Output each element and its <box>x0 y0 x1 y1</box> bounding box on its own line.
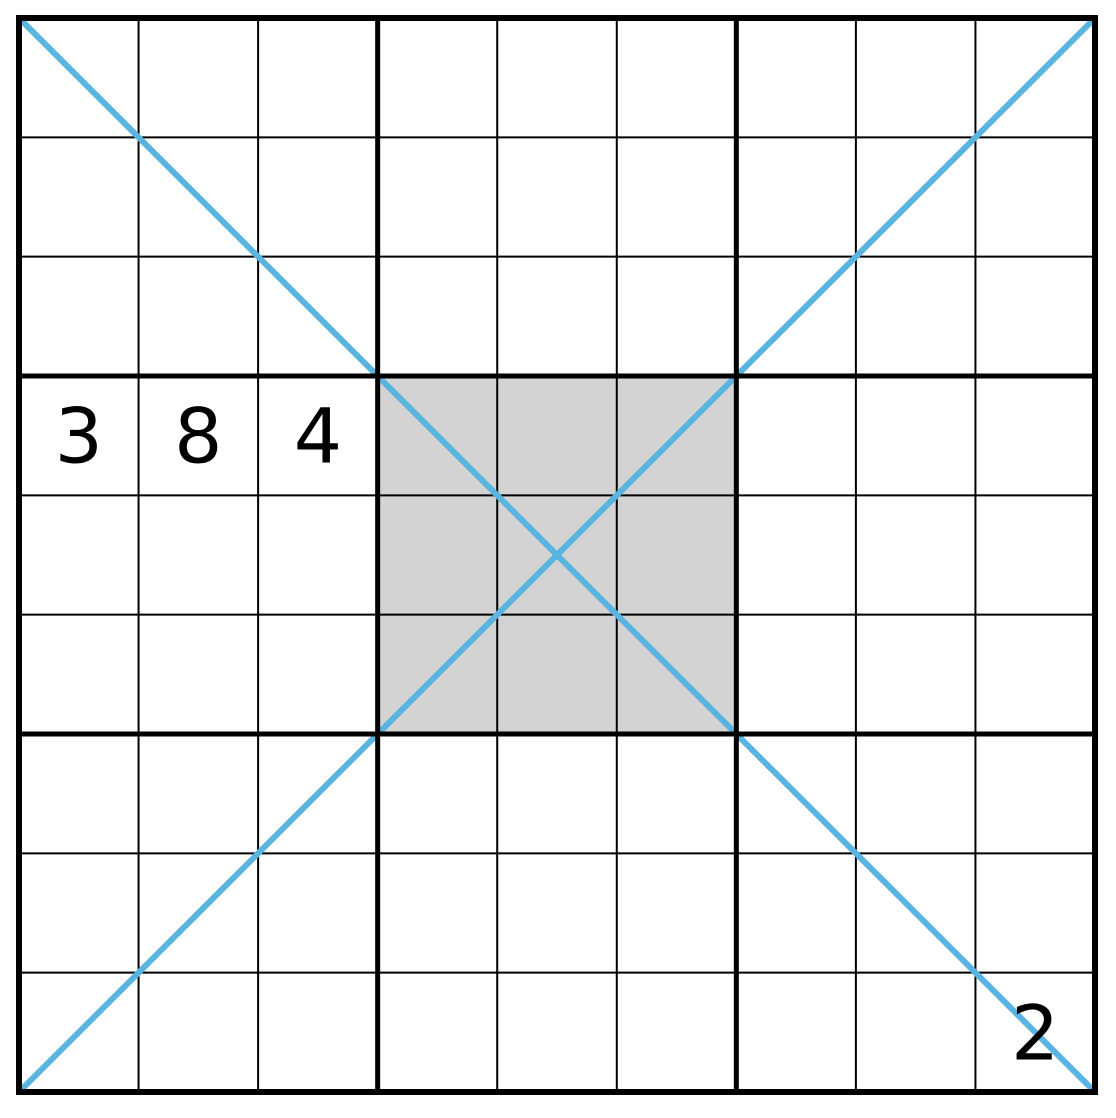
cell-r3c4[interactable] <box>378 257 498 376</box>
cell-r5c9[interactable] <box>975 495 1095 614</box>
thin-grid-lines <box>19 18 1095 1092</box>
cell-r2c4[interactable] <box>378 137 498 256</box>
cell-r9c3[interactable] <box>258 973 378 1092</box>
cell-r6c7[interactable] <box>736 615 856 734</box>
cell-r4c7[interactable] <box>736 376 856 495</box>
cell-r2c1[interactable] <box>19 137 139 256</box>
cell-r1c2[interactable] <box>139 18 259 137</box>
cell-r7c2[interactable] <box>139 734 259 853</box>
cell-r9c8[interactable] <box>856 973 976 1092</box>
cell-r6c1[interactable] <box>19 615 139 734</box>
cell-r6c9[interactable] <box>975 615 1095 734</box>
cell-r3c9[interactable] <box>975 257 1095 376</box>
cell-r7c9[interactable] <box>975 734 1095 853</box>
cell-r5c1[interactable] <box>19 495 139 614</box>
cell-r6c2[interactable] <box>139 615 259 734</box>
cell-r9c2[interactable] <box>139 973 259 1092</box>
cell-r5c8[interactable] <box>856 495 976 614</box>
cell-r9c4[interactable] <box>378 973 498 1092</box>
given-digit: 4 <box>294 392 342 481</box>
cell-r1c5[interactable] <box>497 18 617 137</box>
cell-r7c6[interactable] <box>617 734 737 853</box>
diagonal-anti <box>16 15 1098 1095</box>
cell-r8c5[interactable] <box>497 853 617 972</box>
cell-r2c7[interactable] <box>736 137 856 256</box>
cell-r5c2[interactable] <box>139 495 259 614</box>
cell-r6c5[interactable] <box>497 615 617 734</box>
cell-r1c7[interactable] <box>736 18 856 137</box>
given-digit: 2 <box>1011 988 1059 1077</box>
cell-r7c5[interactable] <box>497 734 617 853</box>
cell-r1c4[interactable] <box>378 18 498 137</box>
cell-r3c8[interactable] <box>856 257 976 376</box>
cell-r6c8[interactable] <box>856 615 976 734</box>
cell-r5c6[interactable] <box>617 495 737 614</box>
cell-r7c1[interactable] <box>19 734 139 853</box>
cell-r8c4[interactable] <box>378 853 498 972</box>
cell-r8c1[interactable] <box>19 853 139 972</box>
cell-r8c9[interactable] <box>975 853 1095 972</box>
diagonal-lines <box>16 15 1098 1095</box>
cell-r1c8[interactable] <box>856 18 976 137</box>
cell-r3c2[interactable] <box>139 257 259 376</box>
cell-r3c1[interactable] <box>19 257 139 376</box>
cell-r5c7[interactable] <box>736 495 856 614</box>
cell-r2c3[interactable] <box>258 137 378 256</box>
cell-r5c3[interactable] <box>258 495 378 614</box>
cell-r2c5[interactable] <box>497 137 617 256</box>
given-digit: 8 <box>174 392 222 481</box>
cell-r2c9[interactable] <box>975 137 1095 256</box>
cell-r6c3[interactable] <box>258 615 378 734</box>
cell-r9c6[interactable] <box>617 973 737 1092</box>
given-digit: 3 <box>55 392 103 481</box>
cell-r3c6[interactable] <box>617 257 737 376</box>
board-border <box>16 15 1098 1095</box>
cell-r1c3[interactable] <box>258 18 378 137</box>
cell-r4c8[interactable] <box>856 376 976 495</box>
cell-r4c9[interactable] <box>975 376 1095 495</box>
cell-r5c4[interactable] <box>378 495 498 614</box>
cell-r8c3[interactable] <box>258 853 378 972</box>
cell-r8c6[interactable] <box>617 853 737 972</box>
cell-r9c7[interactable] <box>736 973 856 1092</box>
cell-r9c5[interactable] <box>497 973 617 1092</box>
cell-r3c5[interactable] <box>497 257 617 376</box>
cell-r7c8[interactable] <box>856 734 976 853</box>
cell-r8c7[interactable] <box>736 853 856 972</box>
cell-r4c5[interactable] <box>497 376 617 495</box>
cell-r1c6[interactable] <box>617 18 737 137</box>
cell-r7c4[interactable] <box>378 734 498 853</box>
box-border-lines <box>16 15 1098 1095</box>
cell-r2c6[interactable] <box>617 137 737 256</box>
